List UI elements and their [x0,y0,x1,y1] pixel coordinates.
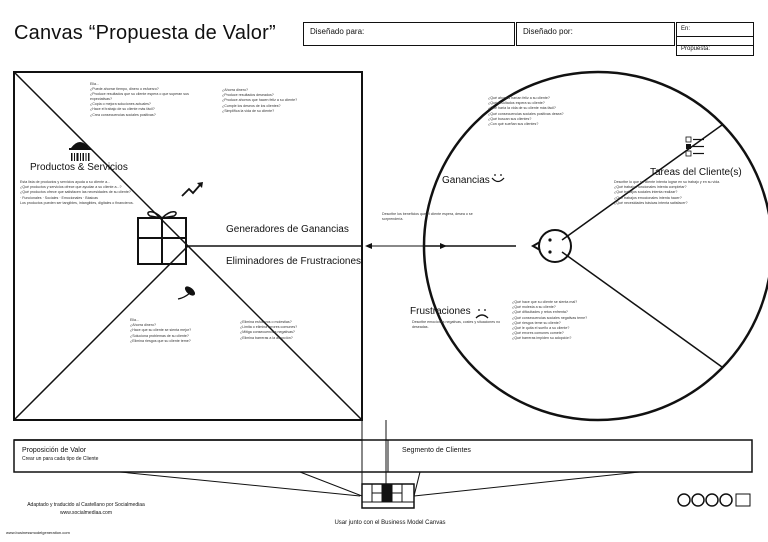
date-field[interactable]: En: [677,23,753,37]
pains-text: ¿Qué hace que su cliente se sienta mal?¿… [512,300,588,341]
barcode-cloche-icon [69,142,91,161]
frown-icon [475,314,489,319]
iteration-label: Propuesta: [681,46,711,52]
gains-left-text: Describe los beneficios que el cliente e… [382,212,473,221]
diagonal-line [13,245,189,421]
customer-jobs-text: Describe lo que su cliente intenta logra… [614,180,721,205]
pill-icon [177,286,196,300]
pains-title: Frustraciones [410,306,471,317]
designed-for-field[interactable]: Diseñado para: [303,22,515,46]
circle-divider [561,251,723,368]
page-title: Canvas “Propuesta de Valor” [14,22,276,44]
credit-site: www.socialmediaa.com [60,510,112,516]
arrow-left-icon [365,243,372,249]
pain-relievers-right-text: ¿Elimina esfuerzos o molestias?¿Limita o… [240,320,298,340]
meta-box: En: Propuesta: [676,22,754,56]
gift-icon [137,211,187,265]
gains-title: Ganancias [442,175,490,186]
gains-text: ¿Qué ahorros harían feliz a su cliente?¿… [488,96,564,126]
face-icon [538,229,572,263]
pains-left-text: Describe emociones negativas, costes y s… [412,320,501,329]
bmc-mini-icon [361,483,415,509]
eye-icon [548,238,552,242]
nose-icon [530,241,541,251]
value-proposition-label: Proposición de Valor [22,447,87,454]
customer-jobs-title: Tareas del Cliente(s) [650,167,742,178]
designed-by-label: Diseñado por: [523,27,573,36]
circle-divider [561,124,723,241]
products-text: Esta lista de productos y servicios ayud… [20,180,134,205]
license-icons [677,493,751,507]
customer-segment-label: Segmento de Clientes [402,447,471,454]
smile-icon [491,177,505,183]
designed-for-label: Diseñado para: [310,27,365,36]
version-field[interactable] [677,37,753,46]
use-with-label: Usar junto con el Business Model Canvas [334,520,446,526]
bottom-band [13,439,753,473]
products-top-text: Ella...¿Puede ahorrar tiempo, dinero o e… [90,82,189,117]
eye-icon [548,250,552,254]
designed-by-field[interactable]: Diseñado por: [516,22,675,46]
gain-creators-top-text: ¿Ahorra dinero?¿Produce resultados desea… [222,88,298,113]
products-services-title: Productos & Servicios [30,162,128,173]
pain-relievers-title: Eliminadores de Frustraciones [226,256,362,267]
checklist-icon [685,136,704,157]
pain-relievers-bottom-text: Ella...¿Ahorra dinero?¿Hace que su clien… [130,318,192,343]
gain-creators-title: Generadores de Ganancias [226,224,349,235]
value-proposition-sub: Crear un para cada tipo de Cliente [22,456,99,462]
adapted-credit: Adaptado y traducido al Castellano por S… [27,502,145,508]
on-label: En: [681,26,691,32]
growth-arrow-icon [181,182,203,197]
bottom-site: www.businessmodelgeneration.com [6,530,70,535]
